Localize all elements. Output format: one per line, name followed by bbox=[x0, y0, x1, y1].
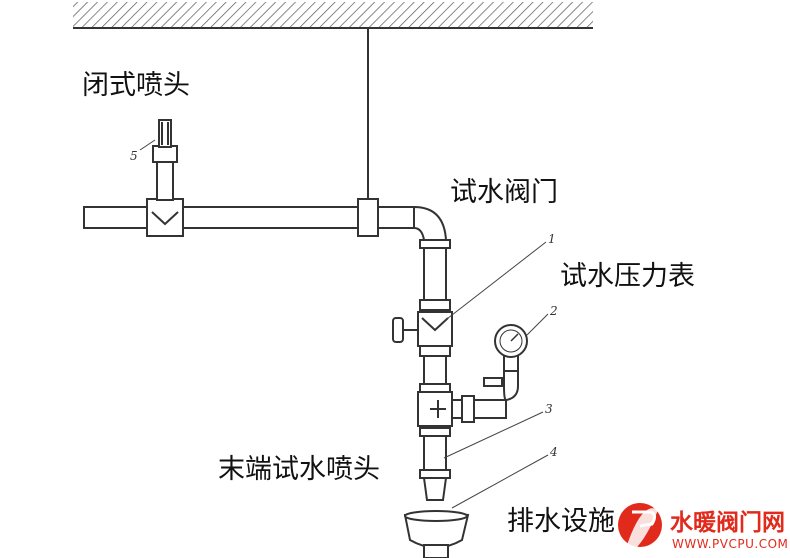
label-end-test-nozzle: 末端试水喷头 bbox=[218, 454, 380, 485]
leader-lines bbox=[139, 139, 549, 509]
gauge-branch-pipe bbox=[451, 354, 519, 423]
label-closed-sprinkler: 闭式喷头 bbox=[82, 70, 190, 101]
callout-number-5: 5 bbox=[130, 149, 138, 163]
label-test-valve: 试水阀门 bbox=[450, 177, 558, 208]
test-valve bbox=[392, 311, 453, 347]
label-test-pressure-gauge: 试水压力表 bbox=[560, 261, 695, 292]
watermark-url: WWW.PVCPU.COM bbox=[672, 537, 789, 551]
callout-number-3: 3 bbox=[545, 402, 553, 416]
hanger-clamp bbox=[357, 198, 379, 237]
pipe-elbow bbox=[413, 205, 448, 241]
pressure-gauge bbox=[494, 324, 528, 358]
callout-number-1: 1 bbox=[548, 232, 556, 246]
closed-sprinkler bbox=[152, 119, 178, 201]
callout-number-4: 4 bbox=[550, 445, 558, 459]
callout-number-2: 2 bbox=[550, 304, 558, 318]
watermark-name: 水暖阀门网 bbox=[670, 510, 785, 536]
sprinkler-tee bbox=[146, 198, 184, 237]
end-test-nozzle bbox=[422, 477, 448, 501]
label-drainage-facility: 排水设施 bbox=[507, 506, 615, 537]
drain-funnel bbox=[403, 510, 470, 558]
watermark-logo bbox=[618, 503, 662, 552]
ceiling bbox=[73, 2, 593, 29]
gauge-branch-tee bbox=[417, 391, 453, 427]
